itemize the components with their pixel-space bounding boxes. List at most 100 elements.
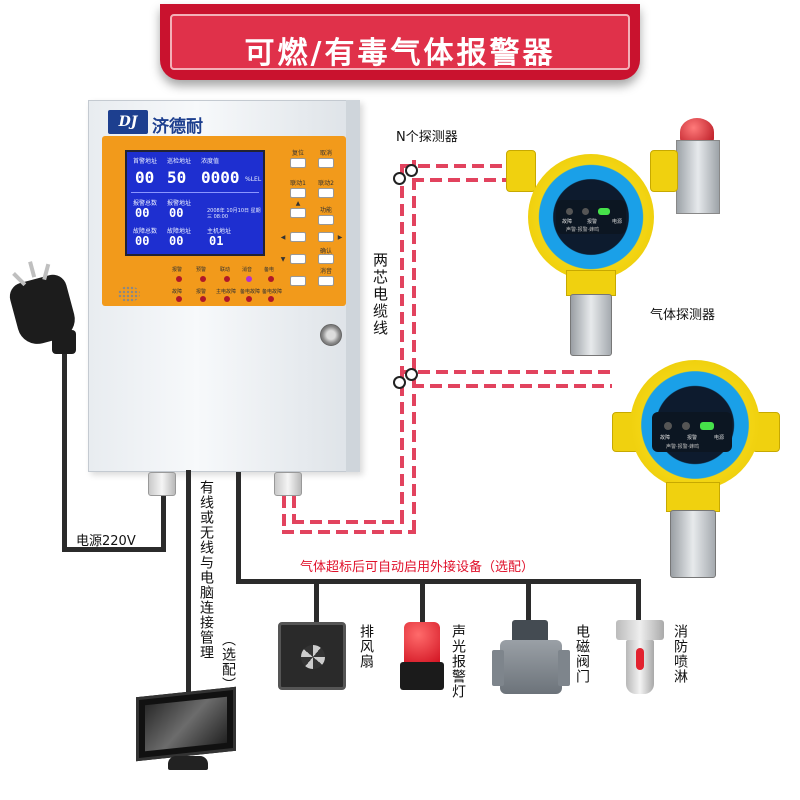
detector-2-sensor [670,510,716,578]
pc-link-optional-label: （选配） [220,632,236,692]
led-backup-fault2 [268,296,274,302]
lcd-row3-value-1: 00 [135,234,150,248]
led-silence [246,276,252,282]
fan-blade [301,645,325,669]
key-confirm-button[interactable] [318,254,334,264]
led-label-backup-fault: 备电故障 [240,289,261,295]
dashed-cable-right-down [292,496,296,524]
computer-monitor-icon [136,686,236,762]
junction-ring [405,368,418,381]
valve-flange-right [558,650,570,686]
detector-1-led [582,208,589,215]
key-reset-button[interactable] [290,158,306,168]
led-label-main-fault: 主电故障 [216,289,237,295]
key-up-button[interactable] [290,208,306,218]
siren-base [400,662,444,690]
power-cable-horizontal [62,547,166,552]
lcd-row3-label-2: 故障地址 [167,228,192,235]
output-bus-horizontal [236,579,640,584]
key-right-button[interactable] [318,232,334,242]
junction-ring [405,164,418,177]
plug-pin [12,272,27,287]
lcd-header-3: 浓度值 [201,158,220,165]
lcd-header-1: 首警地址 [133,158,158,165]
pc-link-cable [186,470,191,692]
output-drop-sprinkler [636,579,641,625]
output-cable-down [236,472,241,584]
lcd-value-1: 00 [135,168,155,187]
lcd-header-2: 巡检地址 [167,158,192,165]
key-silence-button[interactable] [318,276,334,286]
led-label-alarm: 报警 [172,267,183,273]
key-linkage1-button[interactable] [290,188,306,198]
key-lock-icon[interactable] [320,324,342,346]
key-linkage2-button[interactable] [318,188,334,198]
controller-side [346,100,360,472]
detector-2-led [682,422,690,430]
led-backup-fault [246,296,252,302]
output-drop-siren [420,579,425,625]
led-label-prealarm: 预警 [196,267,207,273]
key-function-button[interactable] [318,215,334,225]
exhaust-fan-icon [278,622,346,690]
junction-ring [393,376,406,389]
key-blank-button[interactable] [290,276,306,286]
detector-1-screen: 故障 报警 电源 声警·报警·蜂鸣 [556,200,626,234]
key-label-function: 功能 [319,207,332,214]
detector-1-led-labels: 故障 报警 电源 [562,218,622,225]
dashed-cable-mid-1 [400,370,610,374]
sprinkler-bulb [636,648,644,670]
two-core-cable-label: 两芯电缆线 [371,252,389,337]
detector-1-led [566,208,573,215]
power-label: 电源220V [76,534,136,549]
detector-2-led-power [700,422,714,430]
led-alarm2 [200,296,206,302]
lcd-row3-value-2: 00 [169,234,184,248]
led-label-backup-fault2: 备电故障 [262,289,283,295]
key-label-reset: 复位 [291,150,304,157]
led-main-fault [224,296,230,302]
detector-1-label-0: 电源 [611,219,622,225]
n-detectors-label: N个探测器 [396,130,458,145]
pc-link-label: 有线或无线与电脑连接管理 [198,480,214,660]
dashed-cable-riser-inner [400,168,404,524]
key-label-linkage1: 联动1 [290,180,306,187]
detector-2-footer: 声警·报警·蜂鸣 [666,444,700,450]
speaker-grille-icon [118,286,140,302]
key-left-button[interactable] [290,232,306,242]
output-drop-fan [314,579,319,625]
dashed-cable-top-1 [400,164,512,168]
key-down-button[interactable] [290,254,306,264]
detector-2-screen: 故障 报警 电源 声警·报警·蜂鸣 [652,412,732,452]
page-title: 可燃/有毒气体报警器 [244,36,556,71]
lcd-row2-label-1: 报警总数 [133,200,158,207]
device-label-siren: 声光报警灯 [450,624,466,699]
title-banner: 可燃/有毒气体报警器 [160,4,640,80]
led-label-fault: 故障 [172,289,183,295]
valve-body [500,640,562,694]
title-inner-frame: 可燃/有毒气体报警器 [170,14,630,71]
dashed-cable-riser-outer [412,160,416,534]
monitor-stand [168,756,208,770]
lcd-value-3: 0000 [201,168,240,187]
lcd-value-2: 50 [167,168,187,187]
dashed-cable-top-2 [412,178,512,182]
plug-pin [42,263,51,281]
siren-icon [404,622,440,664]
detector-1-led-power [598,208,610,215]
lcd-row3-label-1: 故障总数 [133,228,158,235]
led-fault [176,296,182,302]
dashed-cable-mid-2 [412,384,612,388]
detector-1-neck [566,270,616,296]
detector-1-label-2: 报警 [586,219,597,225]
valve-flange-left [492,650,504,686]
device-label-valve: 电磁阀门 [574,624,590,684]
lcd-row2-value-1: 00 [135,206,150,220]
key-cancel-button[interactable] [318,158,334,168]
plug-neck [52,330,76,354]
led-linkage [224,276,230,282]
key-label-silence: 消音 [319,268,332,275]
lcd-row2-value-2: 00 [169,206,184,220]
cable-gland-left [148,472,176,496]
plug-pin [28,261,37,278]
